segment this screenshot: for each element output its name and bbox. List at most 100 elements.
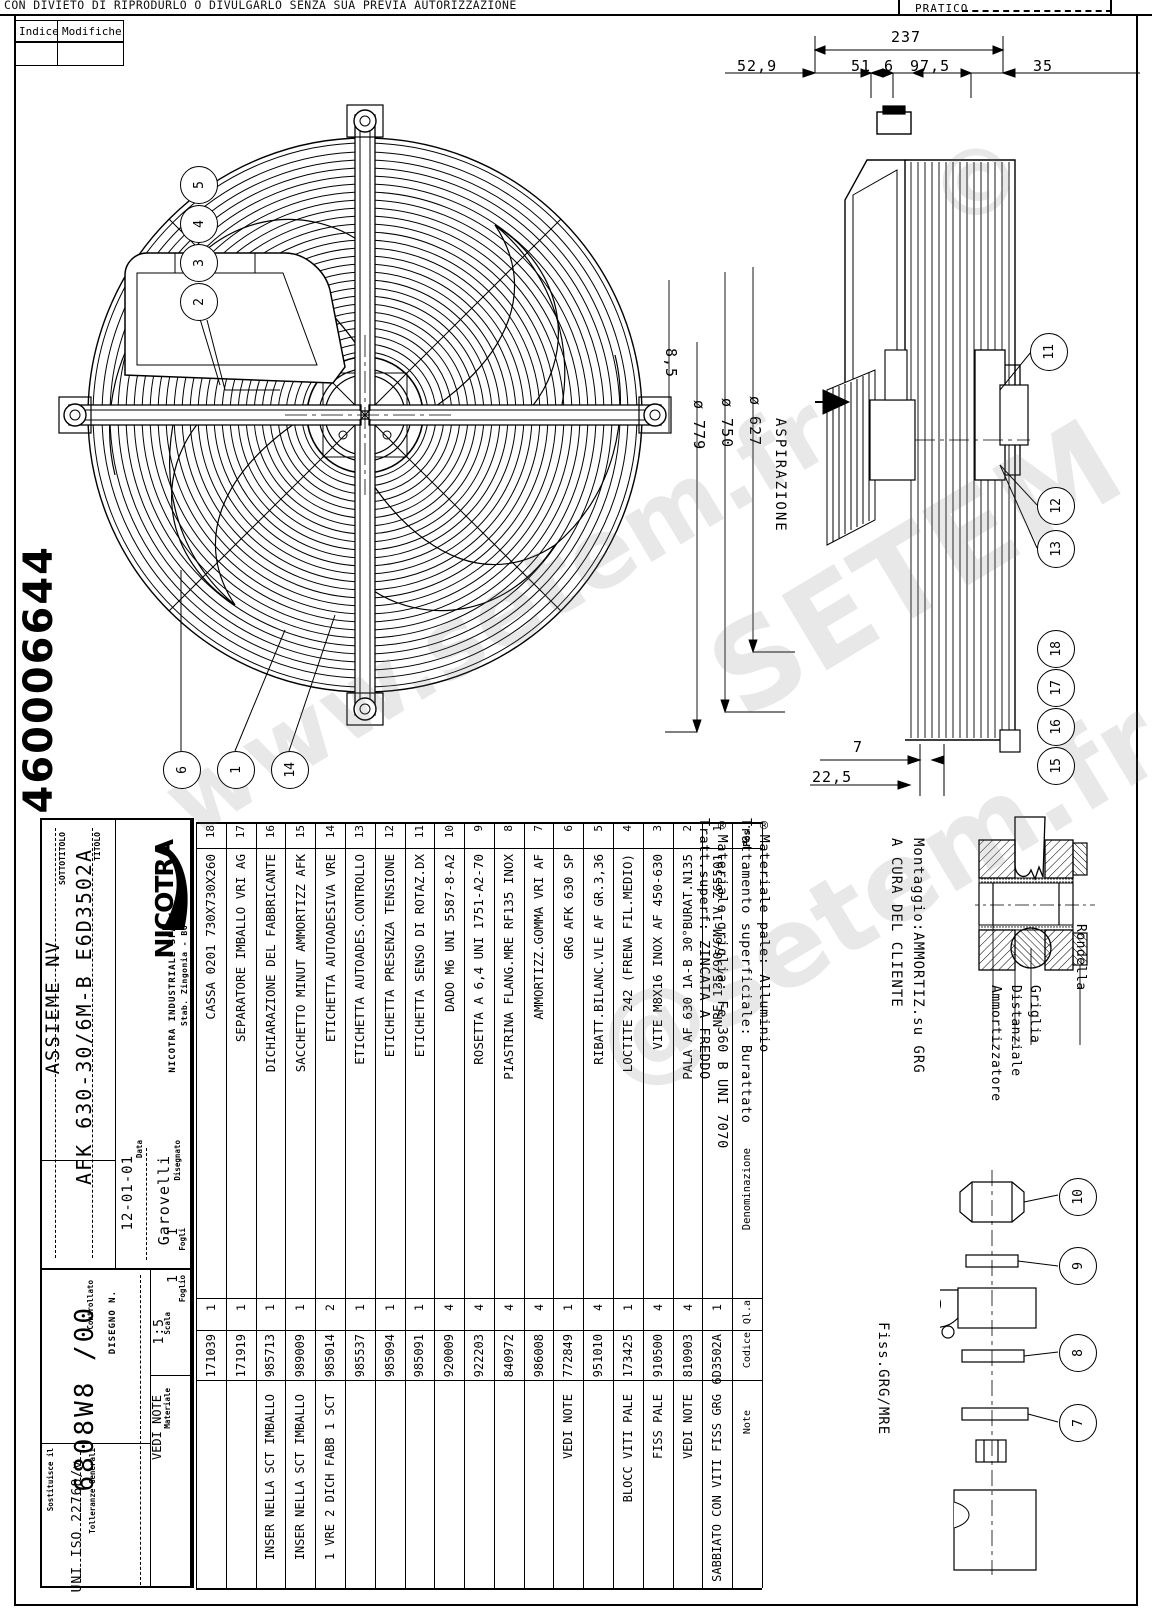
parts-row-11-denominazione: ETICHETTA SENSO DI ROTAZ.DX (411, 854, 427, 1058)
balloon-8-label: 8 (1070, 1349, 1086, 1357)
parts-table-hline-0 (196, 822, 762, 824)
parts-row-12-qta-cell: 1 (375, 1304, 405, 1336)
balloon-5-label: 5 (191, 181, 207, 189)
right-upper-leaders (999, 351, 1038, 549)
parts-row-8-pos: 8 (502, 825, 516, 832)
parts-row-8-qta-cell: 4 (494, 1304, 524, 1336)
parts-row-10-qta: 4 (442, 1304, 457, 1311)
parts-row-10-qta-cell: 4 (434, 1304, 464, 1336)
balloon-5: 5 (180, 166, 218, 204)
copyright-notice: CON DIVIETO DI RIPRODURLO O DIVULGARLO S… (4, 0, 517, 12)
balloon-15: 15 (1037, 747, 1075, 785)
parts-table-vline-6 (553, 822, 555, 1588)
parts-row-14-pos-cell: 14 (315, 825, 345, 851)
parts-table-header-note: Note (741, 1410, 753, 1435)
parts-row-1-codice: E6D3502A (710, 1334, 725, 1384)
parts-row-10-denominazione: DADO M6 UNI 5587-8-A2 (441, 854, 457, 1013)
parts-row-12-denominazione-cell: ETICHETTA PRESENZA TENSIONE (375, 854, 405, 1304)
parts-row-2-denominazione-cell: PALA AF 630 1A-B 30°BURAT.N135 (673, 854, 703, 1304)
sottotitolo-value: ASSIEME NV (42, 940, 64, 1075)
parts-row-11-codice-cell: 985091 (405, 1334, 435, 1384)
parts-row-7-qta: 4 (531, 1304, 546, 1311)
parts-row-6-codice: 772849 (561, 1334, 576, 1378)
parts-table-hline-4 (196, 1380, 762, 1381)
revision-col-indice: Indice (19, 25, 59, 38)
parts-table-vline-10 (434, 822, 436, 1588)
balloon-3: 3 (180, 244, 218, 282)
balloon-12: 12 (1037, 487, 1075, 525)
parts-row-11-qta: 1 (412, 1304, 427, 1311)
parts-row-9-pos: 9 (472, 825, 486, 832)
nicotra-logo-mark (156, 846, 188, 930)
frame-left (14, 16, 16, 1606)
parts-table-vline-8 (493, 822, 495, 1588)
parts-table-hline-3 (196, 1330, 762, 1331)
dim-35: 35 (1033, 57, 1054, 75)
parts-row-11-qta-cell: 1 (405, 1304, 435, 1336)
balloon-10-label: 10 (1070, 1189, 1086, 1205)
rondella-label: Rondella (1073, 924, 1088, 991)
dim-22-5: 22,5 (812, 768, 853, 786)
parts-row-5-qta: 4 (591, 1304, 606, 1311)
front-view-drawing (58, 104, 672, 726)
parts-row-6-note: VEDI NOTE (561, 1394, 576, 1460)
parts-row-4-note-cell: BLOCC VITI PALE (613, 1394, 643, 1588)
parts-row-14-pos: 14 (323, 825, 337, 839)
frame-bottom (14, 1604, 1138, 1606)
balloon-11: 11 (1030, 333, 1068, 371)
hardware-exploded-view (940, 1170, 1059, 1575)
balloon-16: 16 (1037, 708, 1075, 746)
balloon-4-label: 4 (191, 220, 207, 228)
balloon-8: 8 (1059, 1334, 1097, 1372)
parts-row-17-pos: 17 (234, 825, 248, 839)
aspirazione-label: ASPIRAZIONE (772, 418, 788, 533)
parts-row-1-pos-cell: 1 (702, 825, 732, 851)
parts-row-11-pos: 11 (412, 825, 426, 839)
parts-table-header-qta-cell: Ql.a (732, 1300, 762, 1332)
top-dimension-chain (725, 36, 1140, 98)
parts-table-vline-7 (523, 822, 525, 1588)
balloon-9-label: 9 (1070, 1262, 1086, 1270)
dim-97-5: 97,5 (910, 57, 951, 75)
parts-row-17-codice-cell: 171919 (226, 1334, 256, 1384)
parts-row-17-codice: 171919 (233, 1334, 248, 1378)
parts-row-9-denominazione: ROSETTA A 6,4 UNI 1751-A2-70 (471, 854, 487, 1065)
parts-row-18-pos: 18 (204, 825, 218, 839)
parts-table-header-note-cell: Note (732, 1410, 762, 1490)
balloon-4: 4 (180, 205, 218, 243)
left-leader-lines (199, 318, 221, 386)
parts-row-16-pos: 16 (263, 825, 277, 839)
parts-row-17-pos-cell: 17 (226, 825, 256, 851)
dim-51: 51 (851, 57, 872, 75)
parts-row-17-denominazione-cell: SEPARATORE IMBALLO VRI AG (226, 854, 256, 1304)
parts-table-header-denominazione: Denominazione (741, 1148, 754, 1231)
parts-row-7-qta-cell: 4 (524, 1304, 554, 1336)
title-block-frame (40, 818, 192, 1588)
parts-row-1-note-cell: SABBIATO CON VITI FISS GRG (702, 1394, 732, 1588)
parts-row-12-pos-cell: 12 (375, 825, 405, 851)
parts-row-3-pos: 3 (651, 825, 665, 832)
parts-row-2-qta-cell: 4 (673, 1304, 703, 1336)
balloon-7-label: 7 (1070, 1419, 1086, 1427)
parts-row-9-codice-cell: 922203 (464, 1334, 494, 1384)
parts-row-9-codice: 922203 (471, 1334, 486, 1378)
balloon-3-label: 3 (191, 259, 207, 267)
parts-row-1-pos: 1 (710, 825, 724, 832)
material-note-1: Trattamento superficiale: Burattato (738, 818, 754, 1124)
parts-row-8-codice-cell: 840972 (494, 1334, 524, 1384)
parts-row-16-note: INSER NELLA SCT IMBALLO (263, 1394, 278, 1561)
parts-row-9-pos-cell: 9 (464, 825, 494, 851)
pratico-box-left (898, 0, 900, 16)
parts-row-7-pos: 7 (532, 825, 546, 832)
parts-row-14-note-cell: 1 VRE 2 DICH FABB 1 SCT (315, 1394, 345, 1588)
distanziale-label: Distanziale (1008, 985, 1023, 1077)
parts-row-14-qta: 2 (323, 1304, 338, 1311)
parts-row-3-note: FISS PALE (650, 1394, 665, 1460)
parts-row-6-denominazione-cell: GRG AFK 630 SP (553, 854, 583, 1304)
parts-row-8-denominazione: PIASTRINA FLANG.MRE RF135 INOX (501, 854, 517, 1080)
frame-right (1136, 16, 1138, 1606)
balloon-9: 9 (1059, 1247, 1097, 1285)
parts-row-5-qta-cell: 4 (583, 1304, 613, 1336)
parts-row-13-pos-cell: 13 (345, 825, 375, 851)
parts-row-5-pos-cell: 5 (583, 825, 613, 851)
